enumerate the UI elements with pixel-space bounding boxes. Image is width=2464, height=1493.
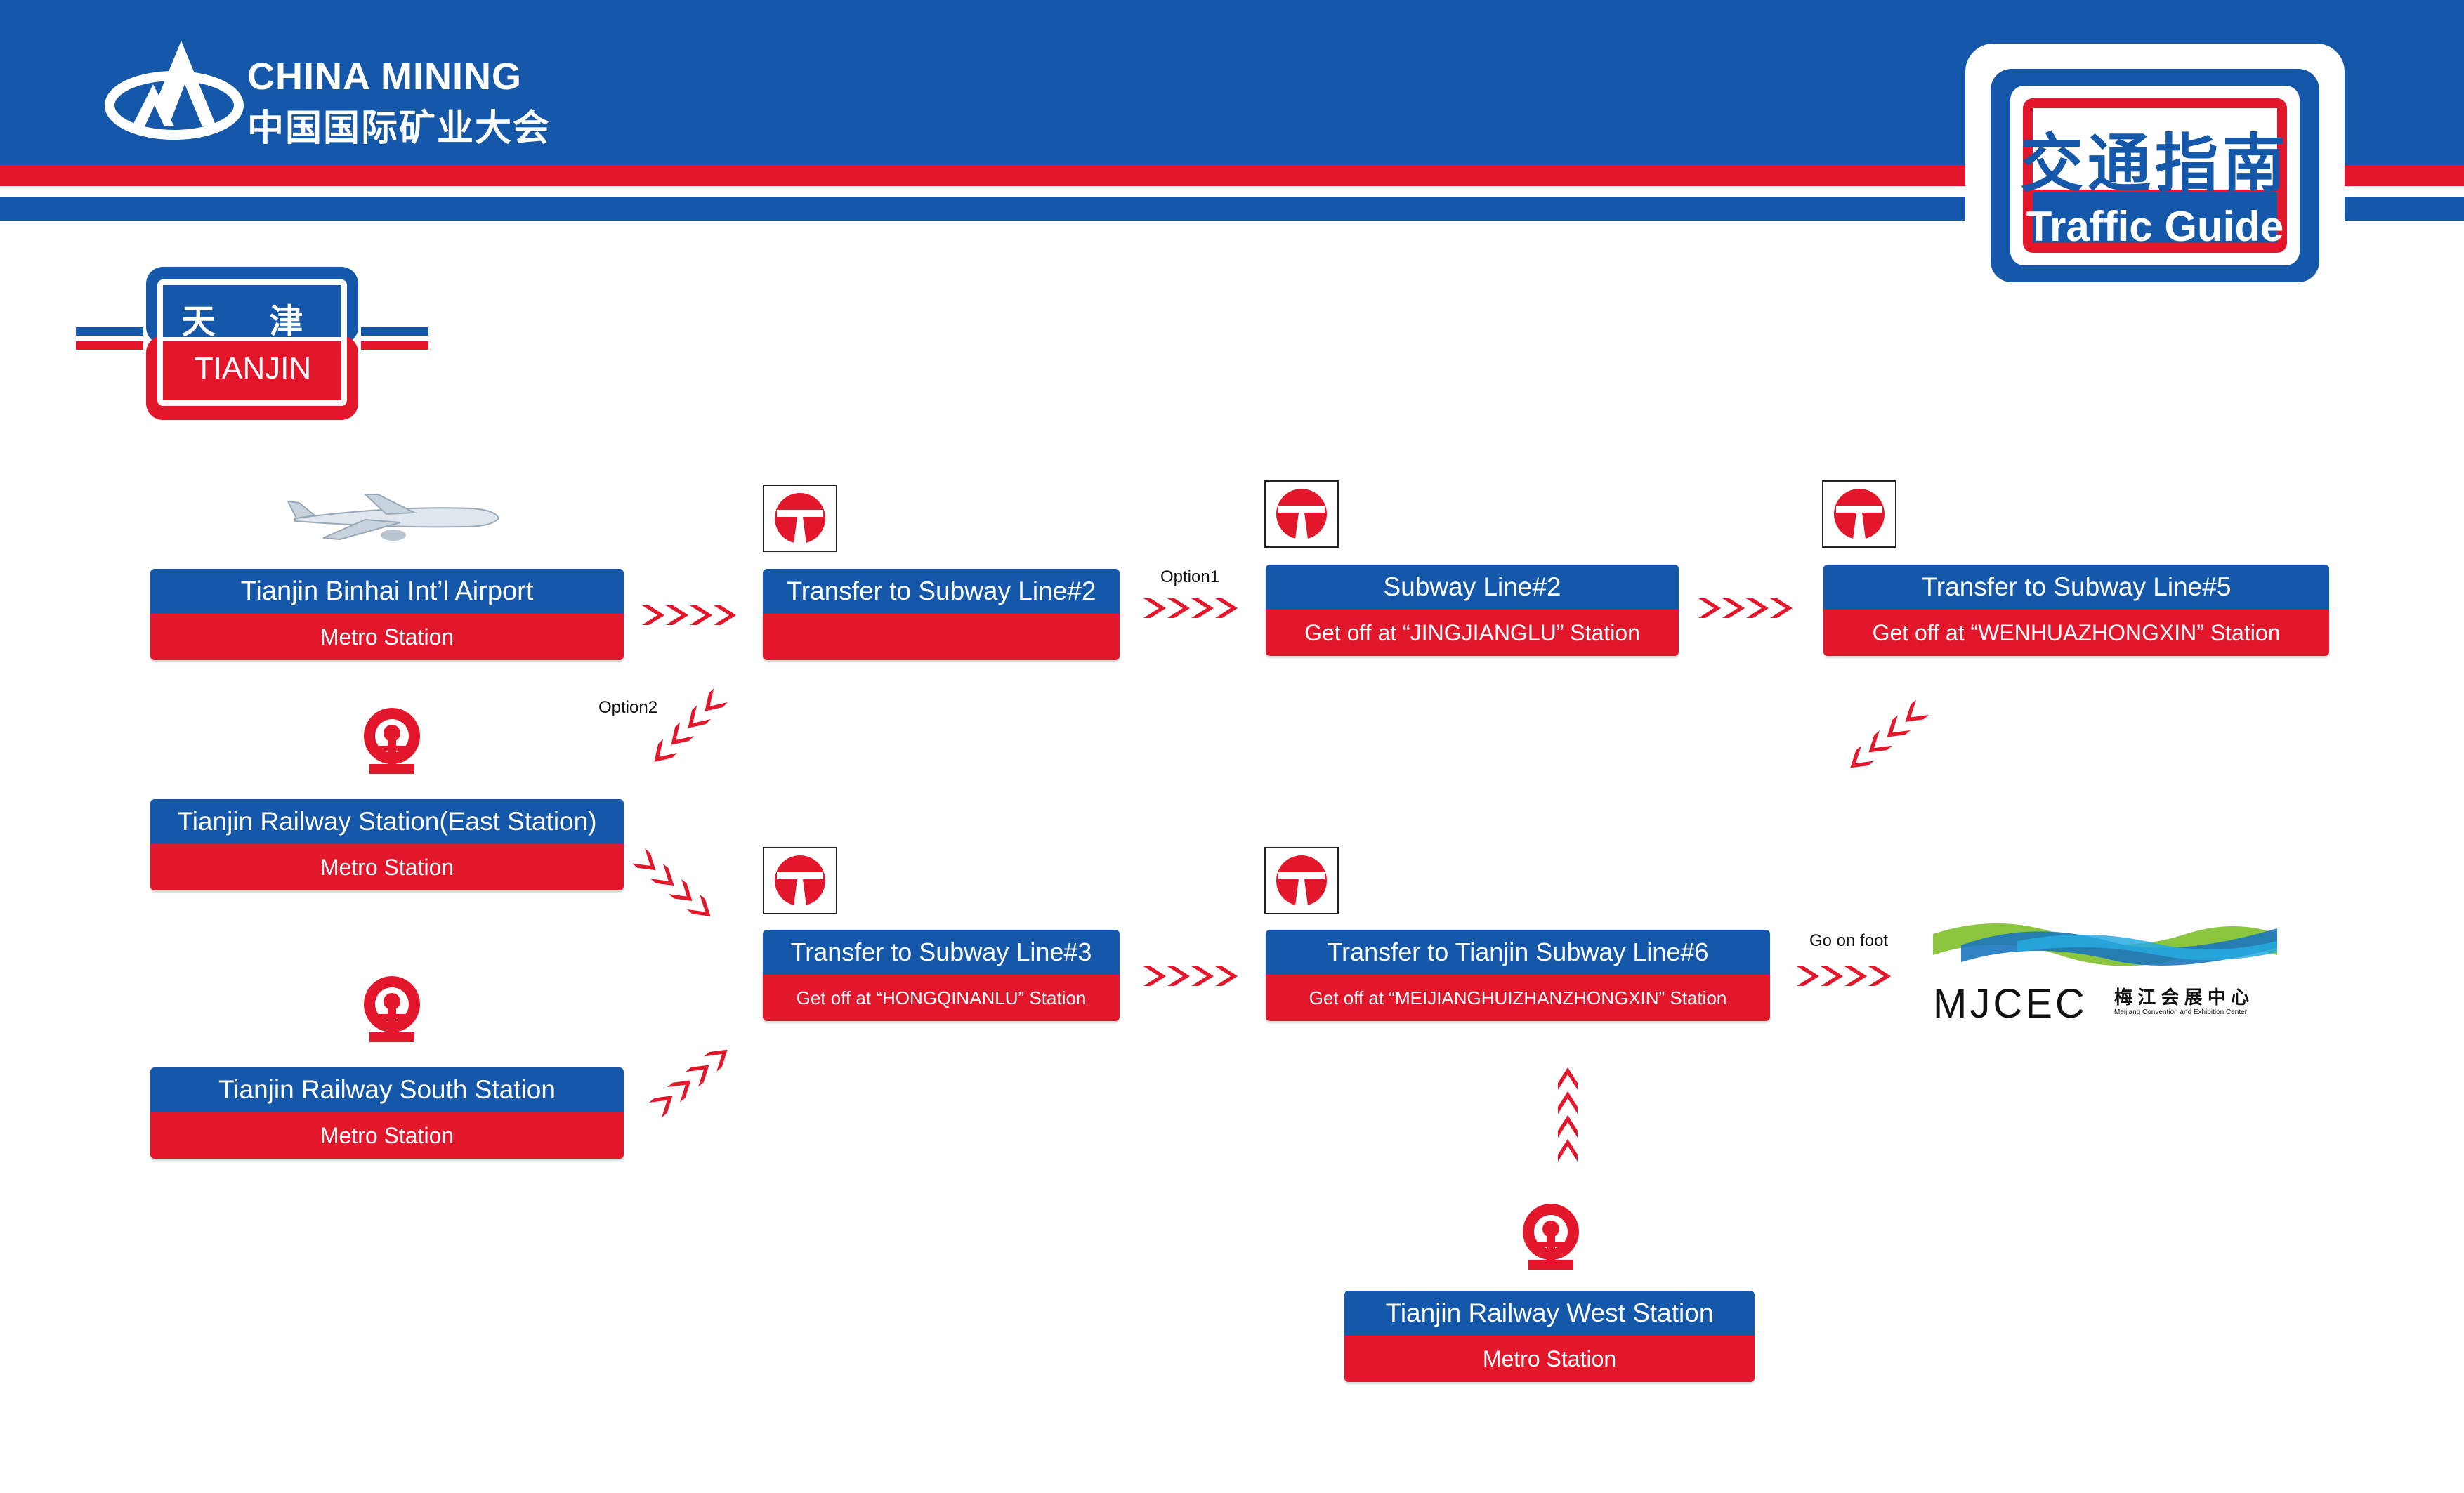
station-sub: Get off at “JINGJIANGLU” Station	[1266, 610, 1679, 656]
chevron-arrow-icon	[1698, 598, 1793, 618]
guide-title-en: Traffic Guide	[2026, 203, 2284, 250]
station-sub: Get off at “HONGQINANLU” Station	[763, 975, 1120, 1021]
mjcec-logo-text: MJCEC	[1933, 981, 2088, 1027]
station-title: Tianjin Binhai Int’l Airport	[150, 569, 624, 614]
chevron-arrow-icon	[649, 1041, 734, 1118]
guide-title-cn: 交通指南	[2020, 127, 2290, 201]
station-title: Transfer to Subway Line#5	[1823, 565, 2329, 610]
destination-name-en: Meijiang Convention and Exhibition Cente…	[2114, 1008, 2248, 1016]
station-sub: Metro Station	[150, 1112, 624, 1159]
station-airport: Tianjin Binhai Int’l Airport Metro Stati…	[150, 569, 624, 660]
city-badge	[76, 265, 428, 421]
traffic-guide-badge	[1965, 44, 2345, 308]
station-sub	[763, 614, 1120, 660]
station-south: Tianjin Railway South Station Metro Stat…	[150, 1067, 624, 1159]
station-east: Tianjin Railway Station(East Station) Me…	[150, 799, 624, 890]
chevron-arrow-icon	[1558, 1067, 1578, 1162]
station-title: Transfer to Subway Line#2	[763, 569, 1120, 614]
station-title: Tianjin Railway Station(East Station)	[150, 799, 624, 844]
station-sub: Metro Station	[150, 844, 624, 890]
station-title: Tianjin Railway South Station	[150, 1067, 624, 1112]
city-name-en: TIANJIN	[194, 351, 312, 386]
go-on-foot-label: Go on foot	[1809, 931, 1889, 950]
box-line5: Transfer to Subway Line#5 Get off at “WE…	[1823, 565, 2329, 656]
metro-icon	[1264, 847, 1339, 914]
metro-icon	[763, 485, 837, 552]
option2-label: Option2	[598, 698, 658, 717]
station-title: Subway Line#2	[1266, 565, 1679, 610]
chevron-arrow-icon	[1143, 966, 1238, 986]
metro-icon	[1264, 480, 1339, 548]
railway-icon	[1523, 1204, 1579, 1270]
wave-logo-icon	[1933, 923, 2277, 966]
railway-icon	[364, 976, 420, 1042]
station-sub: Get off at “MEIJIANGHUIZHANZHONGXIN” Sta…	[1266, 975, 1770, 1021]
box-line2-transfer: Transfer to Subway Line#2	[763, 569, 1120, 660]
station-west: Tianjin Railway West Station Metro Stati…	[1344, 1291, 1755, 1382]
box-line6: Transfer to Tianjin Subway Line#6 Get of…	[1266, 930, 1770, 1021]
metro-icon	[763, 847, 837, 914]
china-mining-logo-icon	[105, 41, 244, 140]
option1-label: Option1	[1160, 567, 1220, 586]
station-title: Transfer to Subway Line#3	[763, 930, 1120, 975]
station-title: Tianjin Railway West Station	[1344, 1291, 1755, 1336]
city-name-cn: 天 津	[181, 302, 325, 341]
brand-name-cn: 中国国际矿业大会	[247, 108, 551, 149]
box-line2: Subway Line#2 Get off at “JINGJIANGLU” S…	[1266, 565, 1679, 656]
station-sub: Get off at “WENHUAZHONGXIN” Station	[1823, 610, 2329, 656]
chevron-arrow-icon	[1844, 699, 1929, 776]
railway-icon	[364, 708, 420, 774]
box-line3: Transfer to Subway Line#3 Get off at “HO…	[763, 930, 1120, 1021]
station-sub: Metro Station	[1344, 1336, 1755, 1382]
chevron-arrow-icon	[1143, 598, 1238, 618]
chevron-arrow-icon	[1797, 966, 1891, 986]
metro-icon	[1822, 480, 1896, 548]
station-title: Transfer to Tianjin Subway Line#6	[1266, 930, 1770, 975]
airplane-icon	[287, 494, 500, 541]
chevron-arrow-icon	[642, 605, 736, 625]
chevron-arrow-icon	[632, 848, 717, 924]
chevron-arrow-icon	[647, 688, 728, 769]
brand-name-en: CHINA MINING	[247, 55, 522, 98]
destination-name-cn: 梅 江 会 展 中 心	[2114, 987, 2250, 1008]
station-sub: Metro Station	[150, 614, 624, 660]
